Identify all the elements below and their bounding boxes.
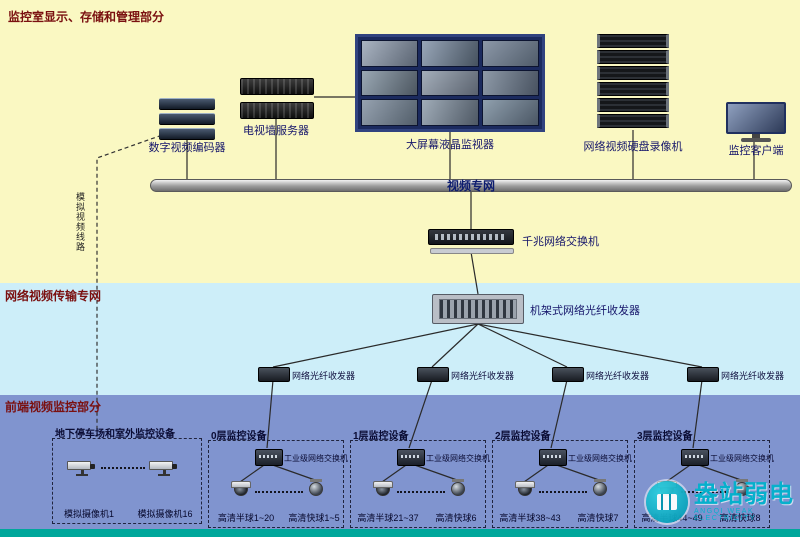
fiber-transceiver-device — [687, 367, 719, 382]
watermark-en-text: ANGQI WEAK ELECTRICITY — [694, 507, 757, 522]
speed-camera-label: 高清快球1~5 — [288, 513, 340, 523]
gigabit-switch-base — [430, 248, 514, 254]
watermark: 盎站弱电 ANGQI WEAK ELECTRICITY — [646, 481, 800, 523]
rack-fiber-transceiver-label: 机架式网络光纤收发器 — [530, 305, 640, 317]
camera-feed-thumbnail — [361, 69, 419, 97]
group-title: 2层监控设备 — [495, 431, 551, 442]
section-transmission-label: 网络视频传输专网 — [5, 289, 102, 303]
camera-feed-thumbnail — [421, 69, 479, 97]
dome-camera-icon — [231, 481, 251, 497]
camera-feed-thumbnail — [361, 99, 419, 126]
speed-dome-camera-icon — [591, 479, 609, 497]
fiber-transceiver-label: 网络光纤收发器 — [292, 371, 356, 381]
section-control-room-label: 监控室显示、存储和管理部分 — [8, 10, 165, 24]
group-floor-1: 1层监控设备 工业级网络交换机 高清半球21~37 高清快球6 — [350, 431, 490, 528]
bottom-strip — [0, 529, 800, 537]
rack-fiber-transceiver-device — [432, 294, 524, 324]
camera-feed-thumbnail — [481, 40, 539, 67]
gigabit-switch-label: 千兆网络交换机 — [522, 236, 599, 248]
group-floor-0: 0层监控设备 工业级网络交换机 高清半球1~20 高清快球1~5 — [208, 431, 348, 528]
speed-dome-camera-icon — [307, 479, 325, 497]
analog-camera-label: 模拟摄像机1 — [63, 509, 114, 519]
client-label: 监控客户端 — [728, 145, 784, 157]
analog-camera-label: 模拟摄像机16 — [137, 509, 193, 519]
industrial-switch-label: 工业级网络交换机 — [284, 454, 348, 463]
analog-camera-icon — [149, 461, 179, 479]
camera-feed-thumbnail — [421, 40, 479, 67]
camera-feed-thumbnail — [421, 99, 479, 126]
transceiver-card-slots — [439, 299, 517, 319]
dome-camera-label: 高清半球21~37 — [357, 513, 419, 523]
industrial-switch-icon — [255, 449, 283, 466]
transmission-band — [0, 283, 800, 395]
tv-wall-server-device — [240, 78, 314, 119]
watermark-cn-text: 盎站弱电 — [694, 481, 794, 509]
industrial-switch-label: 工业级网络交换机 — [426, 454, 490, 463]
tv-wall-server-label: 电视墙服务器 — [243, 125, 309, 137]
dome-camera-icon — [515, 481, 535, 497]
video-network-bus-label: 视频专网 — [446, 178, 495, 193]
fiber-transceiver-device — [552, 367, 584, 382]
speed-camera-label: 高清快球6 — [435, 513, 477, 523]
digital-video-encoder-device — [159, 98, 215, 143]
fiber-transceiver-label: 网络光纤收发器 — [586, 371, 650, 381]
lcd-monitor-wall-label: 大屏幕液晶监视器 — [406, 139, 494, 151]
more-cameras-dots — [255, 491, 303, 493]
speed-dome-camera-icon — [733, 479, 751, 497]
nvr-label: 网络视频硬盘录像机 — [583, 141, 683, 153]
industrial-switch-label: 工业级网络交换机 — [568, 454, 632, 463]
watermark-logo-icon — [646, 481, 688, 523]
dome-camera-label: 高清半球38~43 — [499, 513, 561, 523]
dome-camera-label: 高清半球1~20 — [217, 513, 275, 523]
group-parking-outdoor: 地下停车场和室外监控设备 模拟摄像机1 模拟摄像机16 — [52, 429, 202, 524]
camera-feed-thumbnail — [361, 40, 419, 67]
gigabit-switch-device — [428, 229, 514, 245]
section-frontend-label: 前端视频监控部分 — [5, 400, 102, 414]
more-cameras-dots — [681, 491, 729, 493]
camera-feed-thumbnail — [481, 69, 539, 97]
fiber-transceiver-device — [417, 367, 449, 382]
industrial-switch-icon — [539, 449, 567, 466]
fiber-transceiver-device — [258, 367, 290, 382]
group-title: 1层监控设备 — [353, 431, 409, 442]
dome-camera-icon — [373, 481, 393, 497]
analog-line-label: 模拟视频线路 — [75, 192, 85, 252]
lcd-monitor-wall — [355, 34, 545, 132]
group-title: 3层监控设备 — [637, 431, 693, 442]
speed-camera-label: 高清快球7 — [577, 513, 619, 523]
analog-video-dashed-line — [96, 132, 169, 438]
more-cameras-dots — [397, 491, 445, 493]
camera-feed-thumbnail — [481, 99, 539, 126]
industrial-switch-icon — [397, 449, 425, 466]
more-cameras-dots — [101, 467, 145, 469]
watermark-text: 盎站弱电 ANGQI WEAK ELECTRICITY — [694, 482, 800, 521]
nvr-device — [597, 34, 669, 130]
speed-camera-label: 高清快球8 — [719, 513, 761, 523]
speed-dome-camera-icon — [449, 479, 467, 497]
fiber-transceiver-label: 网络光纤收发器 — [451, 371, 515, 381]
group-title: 地下停车场和室外监控设备 — [55, 429, 175, 440]
switch-ports — [435, 234, 507, 240]
group-floor-2: 2层监控设备 工业级网络交换机 高清半球38~43 高清快球7 — [492, 431, 632, 528]
industrial-switch-icon — [681, 449, 709, 466]
fiber-transceiver-label: 网络光纤收发器 — [721, 371, 785, 381]
video-network-bus: 视频专网 — [150, 179, 792, 192]
group-title: 0层监控设备 — [211, 431, 267, 442]
client-monitor-device — [726, 102, 786, 142]
digital-video-encoder-label: 数字视频编码器 — [148, 142, 226, 154]
analog-camera-icon — [67, 461, 97, 479]
more-cameras-dots — [539, 491, 587, 493]
industrial-switch-label: 工业级网络交换机 — [710, 454, 774, 463]
